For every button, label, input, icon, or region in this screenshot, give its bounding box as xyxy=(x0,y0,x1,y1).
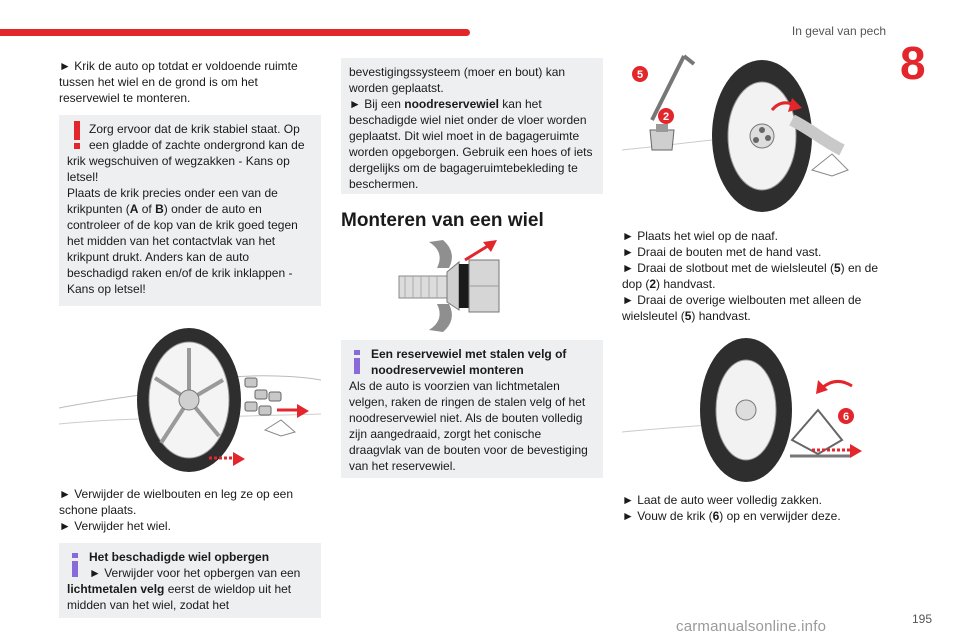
info-icon xyxy=(72,553,78,577)
info-text-b: eerst de wieldop uit het midden van het … xyxy=(67,582,292,612)
continued-box: bevestigingssysteem (moer en bout) kan w… xyxy=(341,58,603,194)
section-title: In geval van pech xyxy=(791,24,886,38)
step-lock-bolt-ref-5: 5 xyxy=(833,261,841,275)
column-3: 5 2 ► Plaats het wiel op de naaf. ► Draa… xyxy=(622,50,884,524)
step-other-bolts-b: ) handvast. xyxy=(691,309,751,323)
wheel-removal-illustration xyxy=(59,318,321,476)
watermark: carmanualsonline.info xyxy=(676,618,827,635)
wheel-mount-illustration: 5 2 xyxy=(622,54,849,212)
step-lock-bolt-ref-2: 2 xyxy=(649,277,657,291)
jack-lowering-illustration: 6 xyxy=(622,338,862,482)
warning-line3b: ) onder de auto en controleer of de kop … xyxy=(67,202,298,296)
step-lock-bolt-a: ► Draai de slotbout met de wielsleutel ( xyxy=(622,261,834,275)
warning-line2: krik wegschuiven of wegzakken - Kans op … xyxy=(67,154,290,184)
step-remove-bolts: ► Verwijder de wielbouten en leg ze op e… xyxy=(59,487,294,517)
step-hand-tighten: ► Draai de bouten met de hand vast. xyxy=(622,245,822,259)
step-fold-jack-b: ) op en verwijder deze. xyxy=(719,509,841,523)
krikpunt-a: A xyxy=(129,202,139,216)
step-lower-car: ► Laat de auto weer volledig zakken. xyxy=(622,493,822,507)
label-5: 5 xyxy=(637,69,643,81)
step-other-bolts-ref-5: 5 xyxy=(684,309,692,323)
info-icon xyxy=(354,350,360,374)
info-text-a: ► Verwijder voor het opbergen van een xyxy=(89,566,301,580)
warning-box: Zorg ervoor dat de krik stabiel staat. O… xyxy=(59,115,321,306)
label-6: 6 xyxy=(843,411,849,423)
continued-bold: noodreservewiel xyxy=(404,97,499,111)
info-title: Het beschadigde wiel opbergen xyxy=(89,550,270,564)
continued-text2a: ► Bij een xyxy=(349,97,405,111)
step-fold-jack-a: ► Vouw de krik ( xyxy=(622,509,713,523)
step-lock-bolt-b: ) en de dop ( xyxy=(622,261,879,291)
warning-line1: Zorg ervoor dat de krik stabiel staat. O… xyxy=(89,122,305,152)
step-lock-bolt-c: ) handvast. xyxy=(656,277,716,291)
info-box-steel-rim: Een reservewiel met stalen velg of noodr… xyxy=(341,340,603,478)
info-box-store-wheel: Het beschadigde wiel opbergen ► Verwijde… xyxy=(59,543,321,618)
bolt-illustration xyxy=(398,240,500,332)
step-lock-bolt: ► Draai de slotbout met de wielsleutel (… xyxy=(622,260,884,292)
column-1: ► Krik de auto op totdat er voldoende ru… xyxy=(59,58,321,618)
info-bold: lichtmetalen velg xyxy=(67,582,165,596)
continued-text2b: kan het beschadigde wiel niet onder de v… xyxy=(349,97,593,191)
intro-step: ► Krik de auto op totdat er voldoende ru… xyxy=(59,59,298,105)
chapter-number: 8 xyxy=(900,37,926,89)
warning-line3: Plaats de krik precies onder een van de … xyxy=(67,186,278,216)
step-fold-jack-ref-6: 6 xyxy=(712,509,720,523)
continued-text1: bevestigingssysteem (moer en bout) kan w… xyxy=(349,65,566,95)
step-place-wheel: ► Plaats het wiel op de naaf. xyxy=(622,229,778,243)
krikpunt-b: B xyxy=(155,202,164,216)
warning-of: of xyxy=(138,202,156,216)
top-accent-bar xyxy=(0,29,470,36)
step-remove-wheel: ► Verwijder het wiel. xyxy=(59,519,171,533)
column-2: bevestigingssysteem (moer en bout) kan w… xyxy=(341,58,603,478)
step-other-bolts: ► Draai de overige wielbouten met alleen… xyxy=(622,292,884,324)
step-fold-jack: ► Vouw de krik (6) op en verwijder deze. xyxy=(622,508,884,524)
info-text-steel-rim: Als de auto is voorzien van lichtmetalen… xyxy=(349,379,588,473)
label-2: 2 xyxy=(663,111,669,123)
heading-mount-wheel: Monteren van een wiel xyxy=(341,210,544,231)
page-number: 195 xyxy=(911,612,932,626)
step-other-bolts-a: ► Draai de overige wielbouten met alleen… xyxy=(622,293,862,323)
info-title-steel-rim: Een reservewiel met stalen velg of noodr… xyxy=(371,347,567,377)
exclamation-icon xyxy=(74,121,80,149)
